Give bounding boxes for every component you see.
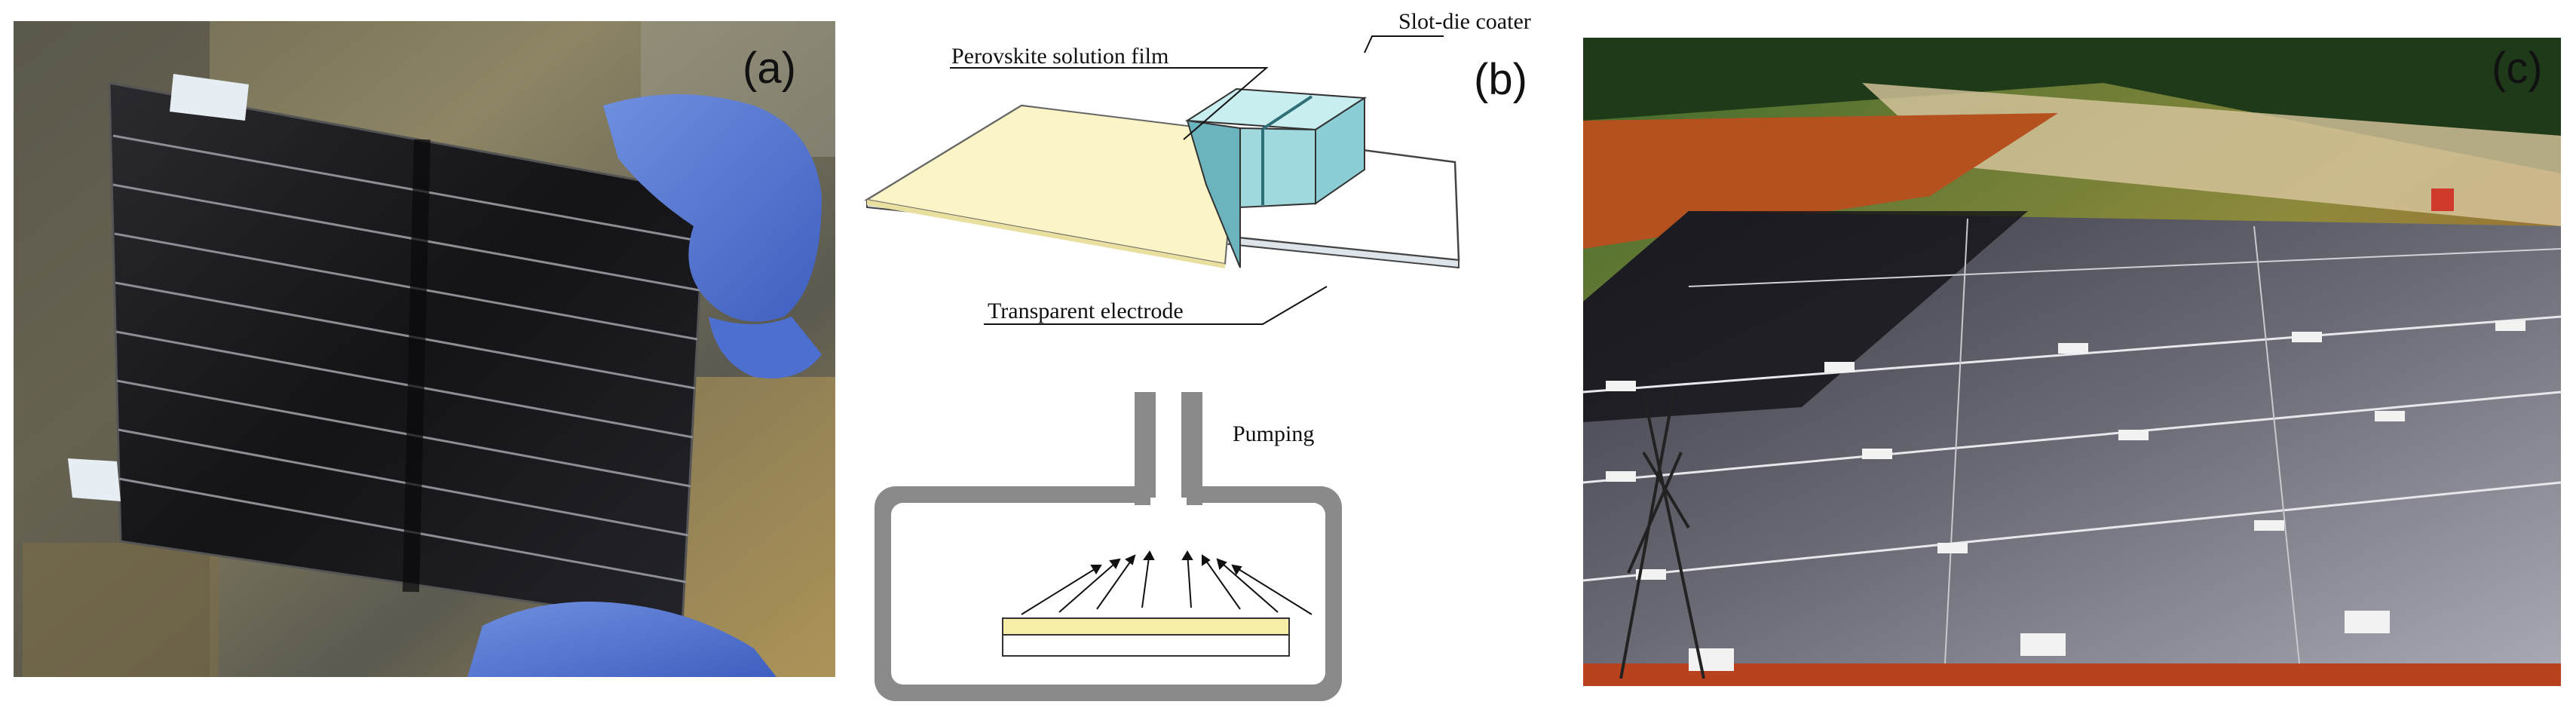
panel-a-canvas: (a) — [14, 21, 835, 677]
electrode-leader — [984, 286, 1328, 325]
vacuum-chamber-icon — [874, 392, 1342, 701]
perovskite-film-region — [865, 104, 1238, 265]
panel-c-label: (c) — [2492, 44, 2543, 93]
coater-leader — [1364, 35, 1444, 54]
panel-a-label: (a) — [743, 44, 796, 93]
panel-c-canvas: (c) — [1582, 38, 2562, 686]
panel-c-photo: (c) — [1576, 0, 2576, 723]
panel-a-photo: (a) — [0, 0, 844, 723]
solar-array-icon — [1582, 211, 2562, 679]
tree-icon — [1583, 38, 2561, 173]
pumping-label: Pumping — [1233, 421, 1314, 446]
perovskite-film-label: Perovskite solution film — [951, 44, 1169, 69]
electrode-label: Transparent electrode — [988, 299, 1184, 323]
solar-cell-icon — [68, 74, 706, 626]
panel-b-label: (b) — [1474, 55, 1527, 104]
slot-die-coater-icon — [1184, 87, 1368, 268]
panel-b-canvas: Perovskite solution film Slot-die coater… — [864, 9, 1531, 701]
blue-glove-icon — [467, 94, 822, 677]
film-leader — [950, 67, 1269, 140]
panel-b-schematic: Perovskite solution film Slot-die coater… — [844, 0, 1553, 723]
slot-die-label: Slot-die coater — [1398, 9, 1531, 34]
